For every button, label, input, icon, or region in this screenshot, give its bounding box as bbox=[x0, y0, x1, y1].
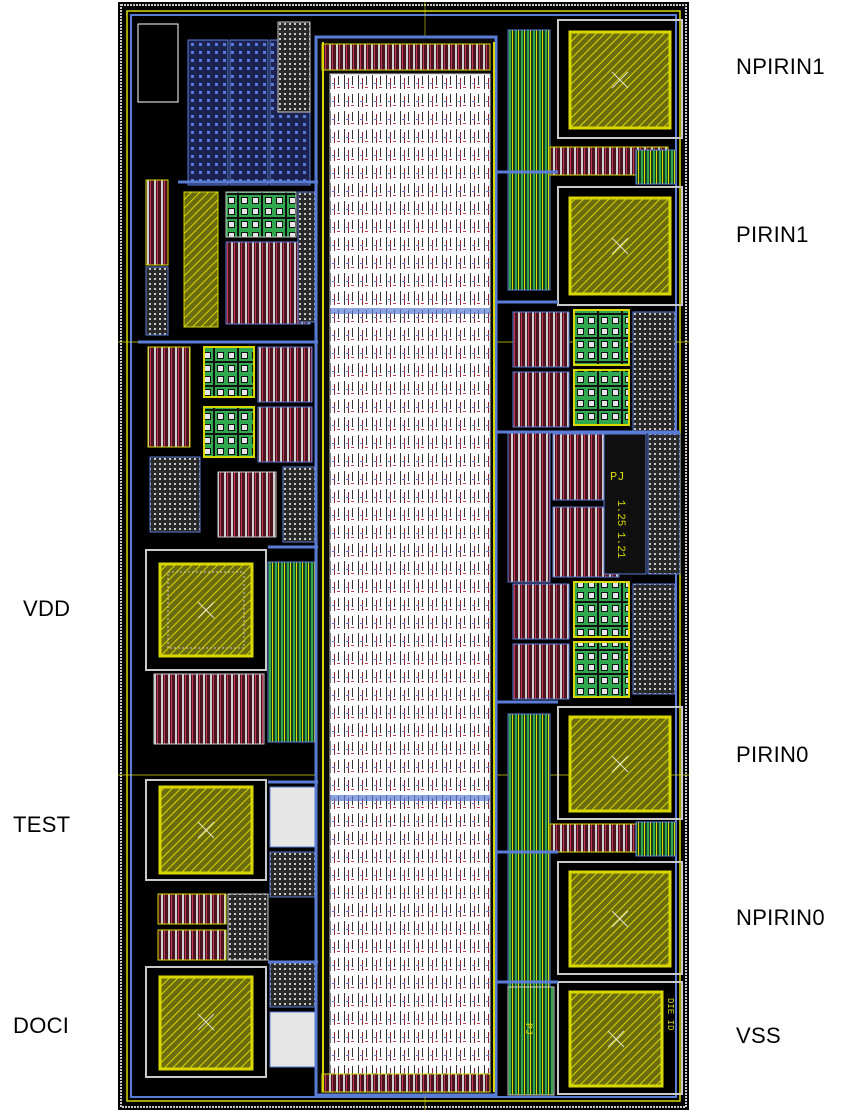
pad-label-pirin1: PIRIN1 bbox=[736, 222, 809, 247]
chip-text-b: 1.25 bbox=[614, 500, 626, 526]
chip-text-e: DIE ID bbox=[665, 998, 675, 1030]
seal-ring-outer bbox=[120, 4, 687, 1108]
pad-label-test: TEST bbox=[13, 812, 71, 837]
chip-text-a: PJ bbox=[610, 470, 624, 484]
chip-text-d: PJ bbox=[522, 1023, 533, 1035]
chip-layout: PJ 1.25 1.21 PJ DIE ID bbox=[118, 2, 689, 1110]
pad-label-npirin1: NPIRIN1 bbox=[736, 54, 825, 79]
pad-label-vdd: VDD bbox=[23, 596, 71, 621]
pad-label-vss: VSS bbox=[736, 1023, 781, 1048]
pad-label-npirin0: NPIRIN0 bbox=[736, 905, 825, 930]
core-logic bbox=[329, 73, 491, 1075]
pad-doci bbox=[158, 975, 254, 1071]
pad-label-pirin0: PIRIN0 bbox=[736, 742, 809, 767]
pad-label-doci: DOCI bbox=[13, 1013, 70, 1038]
chip-text-c: 1.21 bbox=[614, 532, 626, 559]
